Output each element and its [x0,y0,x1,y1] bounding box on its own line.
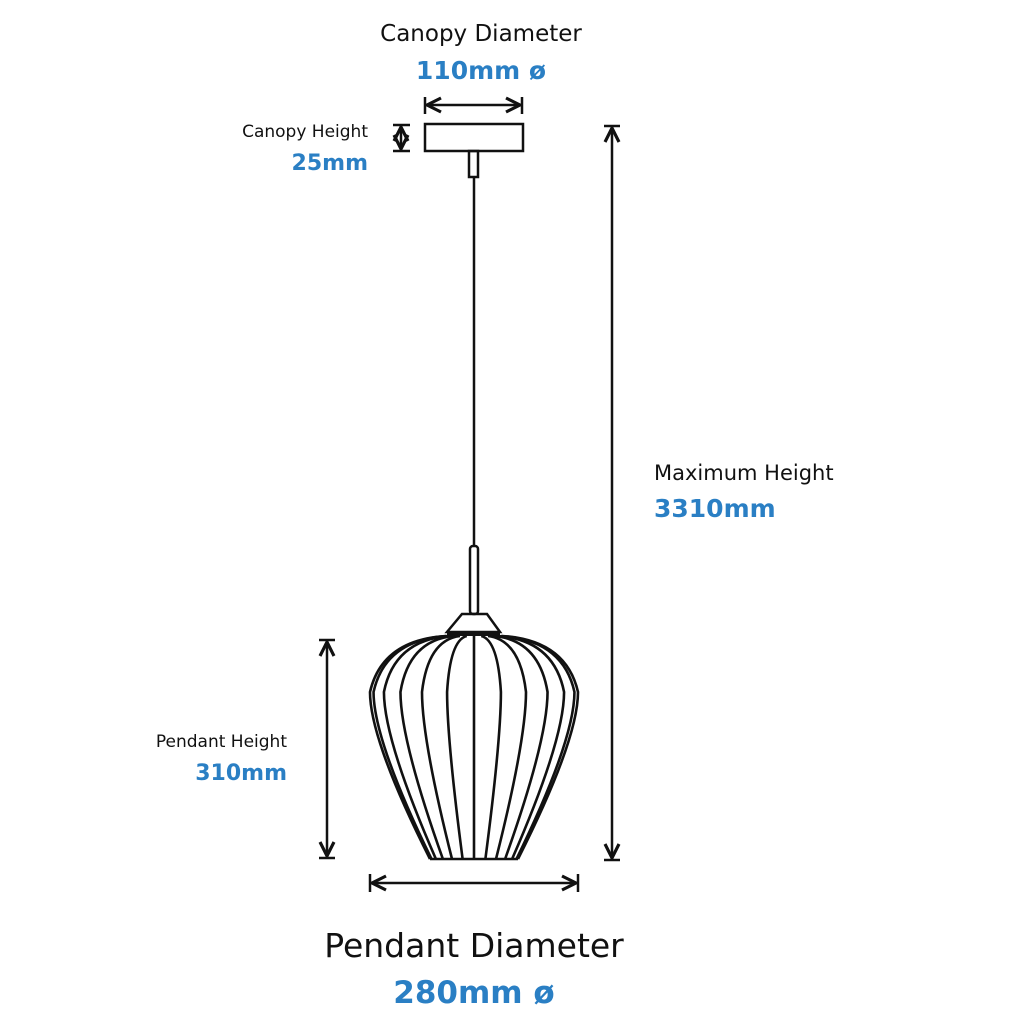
canopy-diameter-arrow [423,97,524,114]
pendant-height-label: Pendant Height [156,732,287,752]
canopy-height-arrow [393,123,410,153]
maximum-height-label: Maximum Height [654,461,834,485]
pendant-diameter-value: 280mm ø [393,975,554,1011]
shade-rib [480,634,503,860]
pendant-height-value: 310mm [195,761,287,786]
shade-rib [445,634,468,860]
maximum-height-arrow [604,124,620,862]
shade-rib [493,634,549,860]
stem [468,544,480,616]
shade [368,634,580,860]
canopy-height-value: 25mm [292,151,368,176]
canopy-height-label: Canopy Height [242,122,368,142]
shade-rib [501,634,580,860]
shade-rib [498,634,566,860]
pendant-height-arrow [319,638,335,860]
shade-rib [487,634,528,860]
canopy-diameter-value: 110mm ø [416,56,546,85]
shade-rib [382,634,450,860]
canopy [423,122,525,153]
pendant-diameter-label: Pendant Diameter [324,926,624,965]
shade-rib [372,634,448,860]
canopy-diameter-label: Canopy Diameter [380,21,582,47]
shade-rib [399,634,455,860]
pendant-diameter-arrow [368,874,580,892]
fitter-cap [444,612,503,634]
canopy-connector [467,149,480,179]
maximum-height-value: 3310mm [654,494,776,523]
shade-rib [420,634,461,860]
shade-rib [500,634,576,860]
